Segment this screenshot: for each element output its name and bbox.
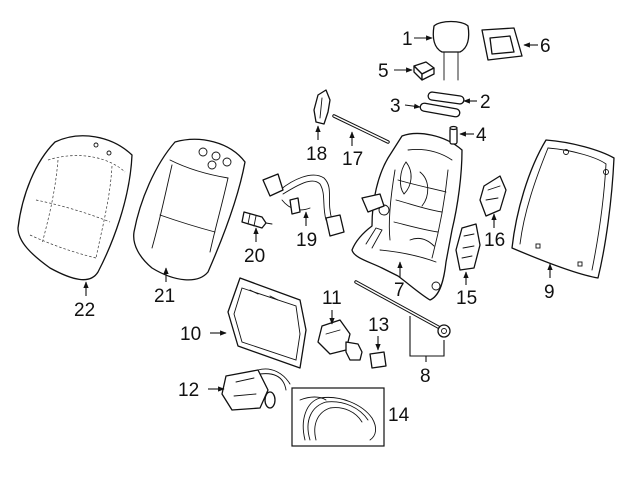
callout-3: 3 xyxy=(390,96,401,117)
callout-16: 16 xyxy=(484,230,505,251)
part-20-sensor xyxy=(241,211,273,229)
part-15-bracket xyxy=(455,223,481,271)
callout-19: 19 xyxy=(296,230,317,251)
callout-labels: 1 2 3 4 5 6 7 8 9 10 11 12 13 14 15 16 1… xyxy=(74,29,555,426)
part-4-sleeve xyxy=(449,125,458,145)
callout-14: 14 xyxy=(388,405,410,426)
callout-18: 18 xyxy=(306,144,327,165)
part-11-motor xyxy=(317,319,363,361)
part-8-rod xyxy=(354,280,451,338)
callout-13: 13 xyxy=(368,315,389,336)
callout-21: 21 xyxy=(154,286,175,307)
callout-8: 8 xyxy=(420,366,431,387)
callout-4: 4 xyxy=(476,125,487,146)
callout-9: 9 xyxy=(544,282,555,303)
callout-15: 15 xyxy=(456,288,477,309)
callout-10: 10 xyxy=(180,324,201,345)
part-12-motor xyxy=(221,368,291,411)
callout-5: 5 xyxy=(378,61,389,82)
part-14-cable-set xyxy=(291,387,385,447)
part-1-headrest xyxy=(432,20,470,81)
callout-20: 20 xyxy=(244,246,265,267)
part-6-headrest-frame xyxy=(481,27,523,61)
callout-22: 22 xyxy=(74,300,95,321)
callout-17: 17 xyxy=(342,149,363,170)
callout-1: 1 xyxy=(402,29,413,50)
part-18-lever xyxy=(313,89,331,125)
part-5-guide xyxy=(413,61,435,81)
callout-11: 11 xyxy=(322,288,342,309)
callout-6: 6 xyxy=(540,36,551,57)
part-16-latch xyxy=(479,175,507,217)
callout-7: 7 xyxy=(394,280,405,301)
part-13-connector xyxy=(369,351,387,369)
part-17-rod xyxy=(332,114,390,144)
part-19-wiring-harness xyxy=(262,173,345,237)
part-7-seat-frame xyxy=(351,132,463,301)
part-21-seat-back-pad xyxy=(133,138,246,281)
part-2-bar xyxy=(427,91,465,105)
part-9-back-panel xyxy=(511,139,615,279)
part-10-lumbar-panel xyxy=(227,277,307,369)
callout-12: 12 xyxy=(178,380,199,401)
part-22-seat-back-cover xyxy=(17,135,133,281)
leader-lines xyxy=(83,35,553,392)
part-3-bar xyxy=(419,102,461,118)
callout-2: 2 xyxy=(480,92,491,113)
